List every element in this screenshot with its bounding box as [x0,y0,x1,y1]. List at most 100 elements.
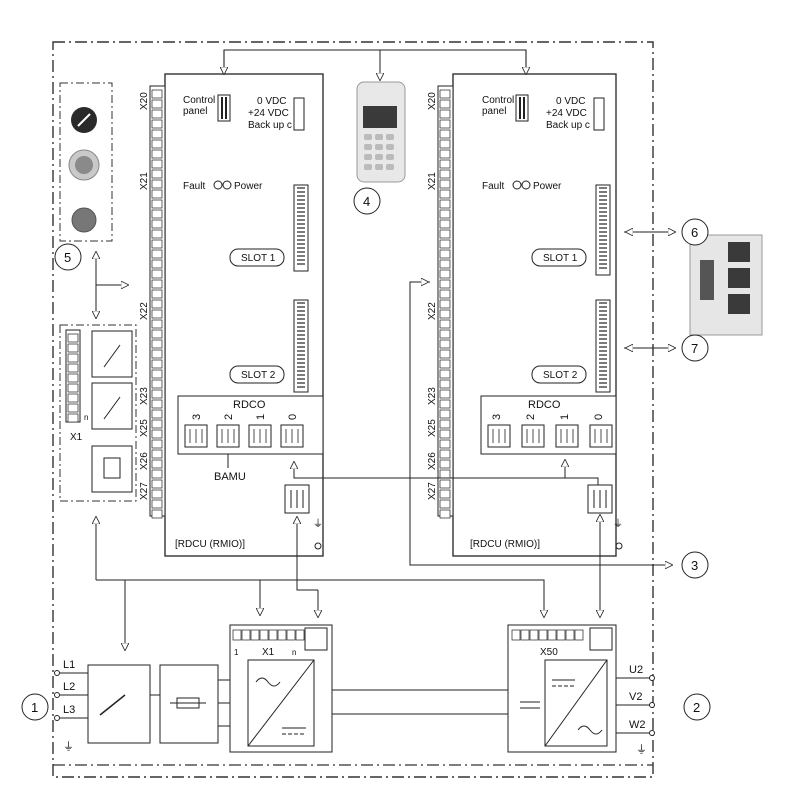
left-0vdc-label: 0 VDC [257,96,286,107]
right-panel-connector [515,94,529,122]
terminal-pin [151,319,163,329]
unit-pin [277,629,287,641]
motor-outputs: U2 V2 W2 ⏚ [616,664,655,756]
right-footer-label: [RDCU (RMIO)] [470,539,540,550]
terminal-pin [151,389,163,399]
keypad-key [375,154,383,160]
right-slot2-badge [531,365,587,384]
fuse-block [159,664,219,744]
terminal-pin [151,269,163,279]
keypad-key [386,134,394,140]
terminal-pin [67,393,79,403]
left-x22-label: X22 [139,302,150,320]
right-rdco-label: RDCO [528,399,561,411]
keypad-key [386,164,394,170]
terminal-pin [439,109,451,119]
terminal-pin [151,239,163,249]
right-backup-label: Back up c [546,120,590,131]
right-x21-label: X21 [427,172,438,190]
terminal-pin [151,509,163,519]
terminal-pin [151,169,163,179]
terminal-pin [439,449,451,459]
left-terminal-strip [151,89,163,519]
terminal-pin [439,359,451,369]
terminal-pin [439,279,451,289]
terminal-pin [67,363,79,373]
terminal-pin [439,399,451,409]
terminal-pin [439,339,451,349]
left-slot2-badge [229,365,285,384]
callout-1: 1 [31,700,38,715]
right-rdco-port-0: 0 [593,414,605,420]
left-fault-led [213,180,223,190]
cabinet-outline [52,41,654,778]
left-x26-label: X26 [139,452,150,470]
keypad-key [375,164,383,170]
terminal-pin [151,359,163,369]
keypad-key [364,134,372,140]
unit-pin [538,629,548,641]
input-ground-icon: ⏚ [63,740,74,753]
left-x23-label: X23 [139,387,150,405]
x1-block-n: n [84,413,88,422]
terminal-pin [151,499,163,509]
terminal-pin [67,403,79,413]
terminal-pin [439,179,451,189]
terminal-pin [439,289,451,299]
terminal-pin [151,199,163,209]
unit-pin [565,629,575,641]
left-rdco-port-0: 0 [287,414,299,420]
supply-unit-left: X1 1 n [229,624,333,753]
left-footer-label: [RDCU (RMIO)] [175,539,245,550]
callout-2: 2 [693,700,700,715]
terminal-pin [439,349,451,359]
terminal-pin [67,343,79,353]
left-unit-x1-label: X1 [262,647,275,658]
terminal-pin [439,259,451,269]
terminal-pin [151,329,163,339]
unit-pin [232,629,242,641]
terminal-pin [151,339,163,349]
callout-4: 4 [363,194,370,209]
terminal-pin [67,373,79,383]
terminal-pin [151,159,163,169]
unit-pin [511,629,521,641]
terminal-pin [439,499,451,509]
left-x25-label: X25 [139,419,150,437]
right-rdco-port-3: 3 [491,414,503,420]
keypad-key [364,144,372,150]
terminal-pin [151,349,163,359]
terminal-pin [439,269,451,279]
unit-pin [250,629,260,641]
keypad-key [375,144,383,150]
terminal-pin [439,229,451,239]
supply-unit-right: X50 [507,624,617,753]
right-slot1-connector [595,184,611,276]
right-ground-terminal [615,542,623,550]
callout-7: 7 [691,341,698,356]
terminal-pin [439,199,451,209]
terminal-pin [151,139,163,149]
right-fault-led [512,180,522,190]
terminal-pin [439,189,451,199]
emergency-stop-panel [59,82,113,242]
right-unit-x50-label: X50 [540,647,558,658]
unit-pin [520,629,530,641]
left-ground-icon: ⏚ [313,518,323,530]
right-power-label: Power [533,181,562,192]
left-slot1-badge [229,248,285,267]
terminal-pin [151,279,163,289]
left-24vdc-label: +24 VDC [248,108,289,119]
terminal-pin [439,119,451,129]
option-module [689,234,763,336]
keypad-key [375,134,383,140]
terminal-pin [151,189,163,199]
terminal-pin [151,459,163,469]
left-x20-label: X20 [139,92,150,110]
terminal-pin [439,239,451,249]
left-rdco-port-3: 3 [191,414,203,420]
terminal-pin [439,429,451,439]
x1-relay-block: X1 n [59,324,137,502]
